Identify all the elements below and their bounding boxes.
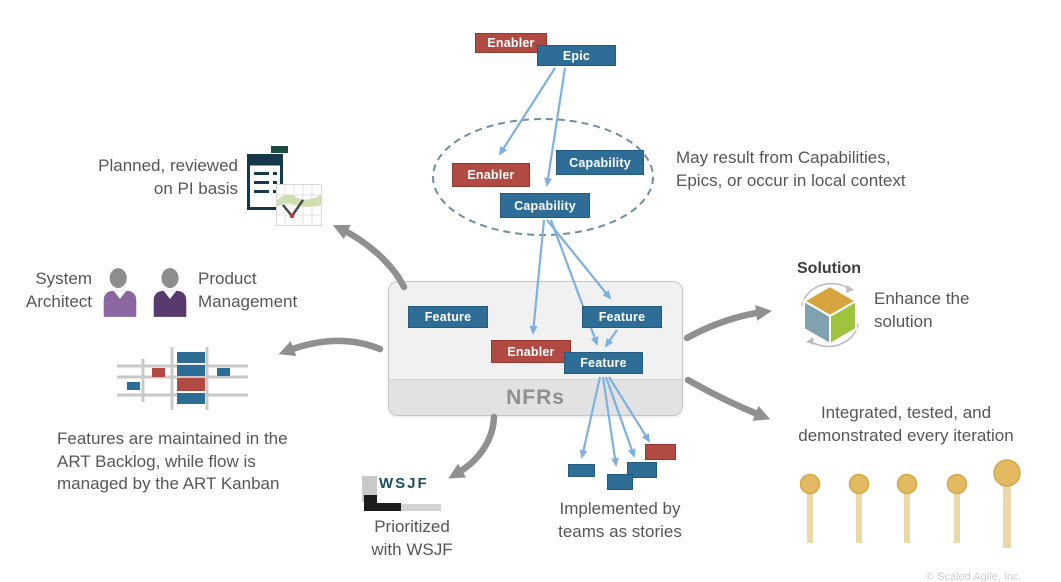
product-management-label: Product Management xyxy=(198,269,298,311)
implemented-note: Implemented by teams as stories xyxy=(558,499,682,541)
solution-cube-icon xyxy=(794,280,866,355)
enhance-note: Enhance the solution xyxy=(874,289,970,331)
epic-enabler-chip: Enabler xyxy=(475,33,547,53)
attribution-text: © Scaled Agile, Inc. xyxy=(926,571,1022,582)
capability-bottom-chip: Capability xyxy=(500,193,590,218)
system-architect-person-icon xyxy=(101,267,139,323)
art-backlog-note: Features are maintained in the ART Backl… xyxy=(57,429,288,493)
story-box xyxy=(607,474,633,490)
integrated-note: Integrated, tested, and demonstrated eve… xyxy=(798,403,1014,445)
product-management-person-icon xyxy=(151,267,189,323)
trend-chart-icon xyxy=(276,184,322,231)
iteration-milestone-lollipop-icons xyxy=(780,444,1040,559)
mini-marker-icon xyxy=(271,146,288,153)
story-box xyxy=(627,462,657,478)
story-box xyxy=(568,464,595,477)
wsjf-logo-text: WSJF xyxy=(379,475,429,492)
system-architect-label: System Architect xyxy=(25,269,92,311)
nfr-enabler-chip: Enabler xyxy=(491,340,571,363)
story-enabler-box xyxy=(645,444,676,460)
wsjf-logo-icon xyxy=(361,473,443,520)
nfr-feature-top-chip: Feature xyxy=(582,306,662,328)
nfr-feature-left-chip: Feature xyxy=(408,306,488,328)
may-result-note: May result from Capabilities, Epics, or … xyxy=(676,148,906,190)
solution-title: Solution xyxy=(797,260,861,277)
kanban-board-icon xyxy=(113,342,258,419)
planned-note: Planned, reviewed on PI basis xyxy=(98,156,238,198)
capability-top-chip: Capability xyxy=(556,150,644,175)
epic-chip: Epic xyxy=(537,45,616,66)
pi-plan-document-icon xyxy=(247,154,285,217)
capability-enabler-chip: Enabler xyxy=(452,163,530,187)
prioritized-note: Prioritized with WSJF xyxy=(371,517,453,559)
nfr-feature-bottom-chip: Feature xyxy=(564,352,643,374)
nfr-strip-label: NFRs xyxy=(389,379,682,415)
